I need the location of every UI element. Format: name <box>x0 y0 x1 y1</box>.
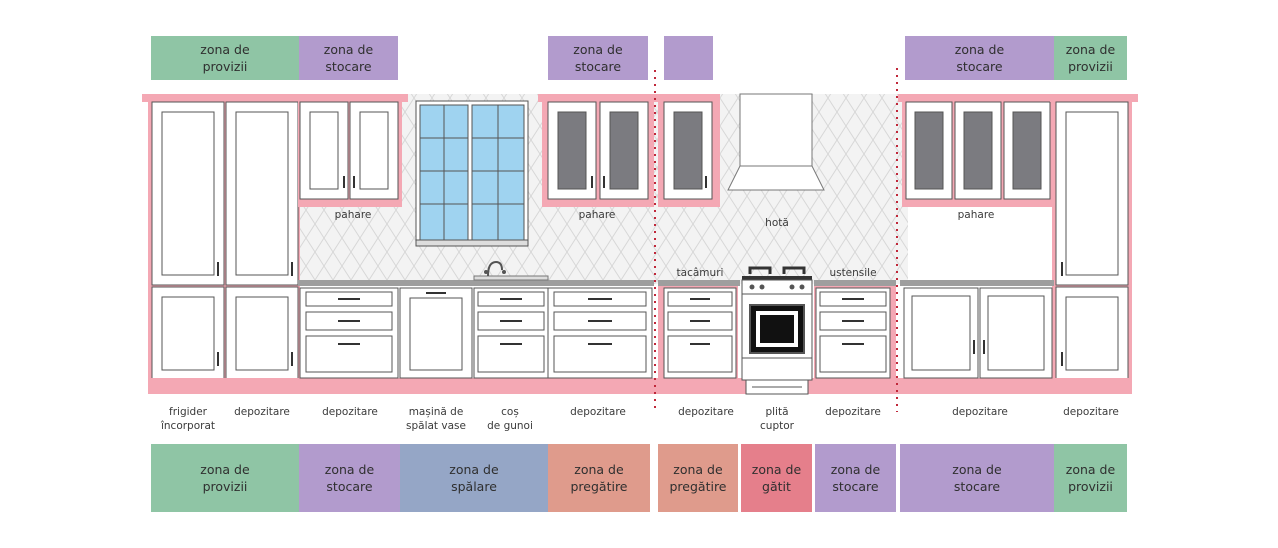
right-tall-cabinet <box>1050 94 1138 390</box>
label-masina-spalat: mașină de spălat vase <box>406 406 466 432</box>
sink-faucet <box>473 260 549 281</box>
base-doors-right <box>903 287 1053 379</box>
upper-cabinet-3 <box>658 94 720 207</box>
bottom-zone-spalare: zona de spălare <box>400 444 548 512</box>
bottom-zone-stocare-2: zona de stocare <box>815 444 896 512</box>
label-plita-cuptor: plită cuptor <box>760 406 794 432</box>
label-depozitare-1: depozitare <box>234 406 290 418</box>
label-ustensile: ustensile <box>829 267 877 279</box>
label-hota: hotă <box>765 217 789 229</box>
bottom-zone-provizii-right: zona de provizii <box>1054 444 1127 512</box>
label-depozitare-2: depozitare <box>322 406 378 418</box>
range-hood <box>727 93 825 191</box>
stove-oven <box>741 266 813 395</box>
label-pahare-1: pahare <box>334 209 372 221</box>
dishwasher <box>399 287 473 379</box>
bottom-zone-gatit: zona de gătit <box>741 444 812 512</box>
bottom-zone-stocare-3: zona de stocare <box>900 444 1054 512</box>
bottom-zone-stocare-1: zona de stocare <box>299 444 400 512</box>
label-depozitare-4: depozitare <box>678 406 734 418</box>
bottom-zone-pregatire-2: zona de pregătire <box>658 444 738 512</box>
countertop-1 <box>298 280 654 286</box>
base-drawers-1 <box>299 287 399 379</box>
left-tall-cabinets <box>142 94 302 390</box>
base-drawers-2 <box>547 287 653 379</box>
top-zone-stocare-1: zona de stocare <box>299 36 398 80</box>
base-drawers-3 <box>663 287 737 379</box>
label-pahare-3: pahare <box>957 209 995 221</box>
top-zone-provizii-left: zona de provizii <box>151 36 299 80</box>
top-zone-stocare-3: zona de stocare <box>905 36 1054 80</box>
label-depozitare-3: depozitare <box>570 406 626 418</box>
top-zone-stocare-2: zona de stocare <box>548 36 648 80</box>
window <box>415 100 529 247</box>
label-depozitare-5: depozitare <box>825 406 881 418</box>
countertop-3 <box>814 280 896 286</box>
upper-cabinet-4 <box>898 94 1060 207</box>
top-zone-stocare-small <box>664 36 713 80</box>
upper-cabinet-1 <box>298 94 408 207</box>
countertop-4 <box>900 280 1054 286</box>
base-plinth <box>148 378 1132 394</box>
trash-drawers <box>473 287 549 379</box>
bottom-zone-pregatire-1: zona de pregătire <box>548 444 650 512</box>
base-drawers-4 <box>815 287 891 379</box>
label-frigider: frigider încorporat <box>160 406 216 432</box>
bottom-zone-provizii-left: zona de provizii <box>151 444 299 512</box>
upper-cabinet-2 <box>538 94 658 207</box>
label-depozitare-7: depozitare <box>1063 406 1119 418</box>
label-cos-gunoi: coș de gunoi <box>487 406 533 432</box>
countertop-2 <box>658 280 740 286</box>
top-zone-provizii-right: zona de provizii <box>1054 36 1127 80</box>
label-tacamuri: tacâmuri <box>676 267 724 279</box>
label-pahare-2: pahare <box>578 209 616 221</box>
label-depozitare-6: depozitare <box>952 406 1008 418</box>
